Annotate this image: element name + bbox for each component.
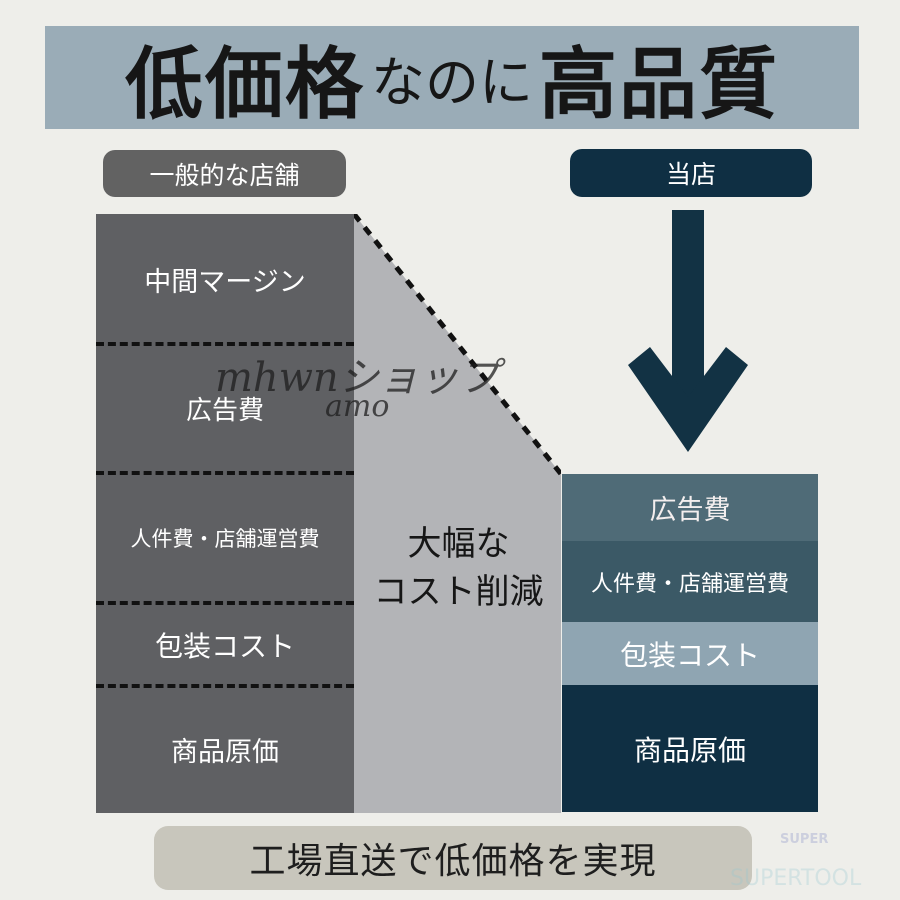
- cost-reduction-line2: コスト削減: [373, 572, 544, 612]
- layer-labor-operations: 人件費・店舗運営費: [130, 527, 320, 551]
- layer-packaging: 包装コスト: [562, 622, 818, 685]
- cost-reduction-area: [354, 214, 561, 813]
- layer-labor-operations: 人件費・店舗運営費: [562, 541, 818, 622]
- divider: [96, 601, 354, 605]
- title-connector: なのに: [371, 51, 533, 114]
- our-store-label: 当店: [570, 149, 812, 197]
- title-high-quality: 高品質: [539, 39, 780, 130]
- down-arrow-icon: [628, 210, 748, 452]
- layer-advertising: 広告費: [185, 396, 264, 426]
- layer-advertising: 広告費: [562, 474, 818, 541]
- our-store-column: 広告費 人件費・店舗運営費 包装コスト 商品原価: [562, 474, 818, 812]
- layer-packaging: 包装コスト: [154, 629, 295, 663]
- brand-watermark-top: SUPER: [780, 832, 829, 847]
- cost-reduction-text: 大幅な コスト削減: [356, 520, 561, 616]
- layer-middle-margin: 中間マージン: [144, 266, 306, 298]
- footer-banner: 工場直送で低価格を実現: [154, 826, 752, 890]
- title-low-price: 低価格: [124, 39, 365, 130]
- general-store-column: 中間マージン 広告費 人件費・店舗運営費 包装コスト 商品原価: [96, 214, 354, 813]
- divider: [96, 342, 354, 346]
- title-banner: 低価格 なのに 高品質: [45, 26, 859, 130]
- layer-product-cost: 商品原価: [562, 685, 818, 812]
- divider: [96, 684, 354, 688]
- divider: [96, 471, 354, 475]
- general-store-label: 一般的な店舗: [103, 150, 346, 197]
- brand-watermark-bottom: SUPERTOOL: [730, 866, 862, 891]
- layer-product-cost: 商品原価: [171, 737, 279, 768]
- cost-reduction-line1: 大幅な: [407, 524, 510, 564]
